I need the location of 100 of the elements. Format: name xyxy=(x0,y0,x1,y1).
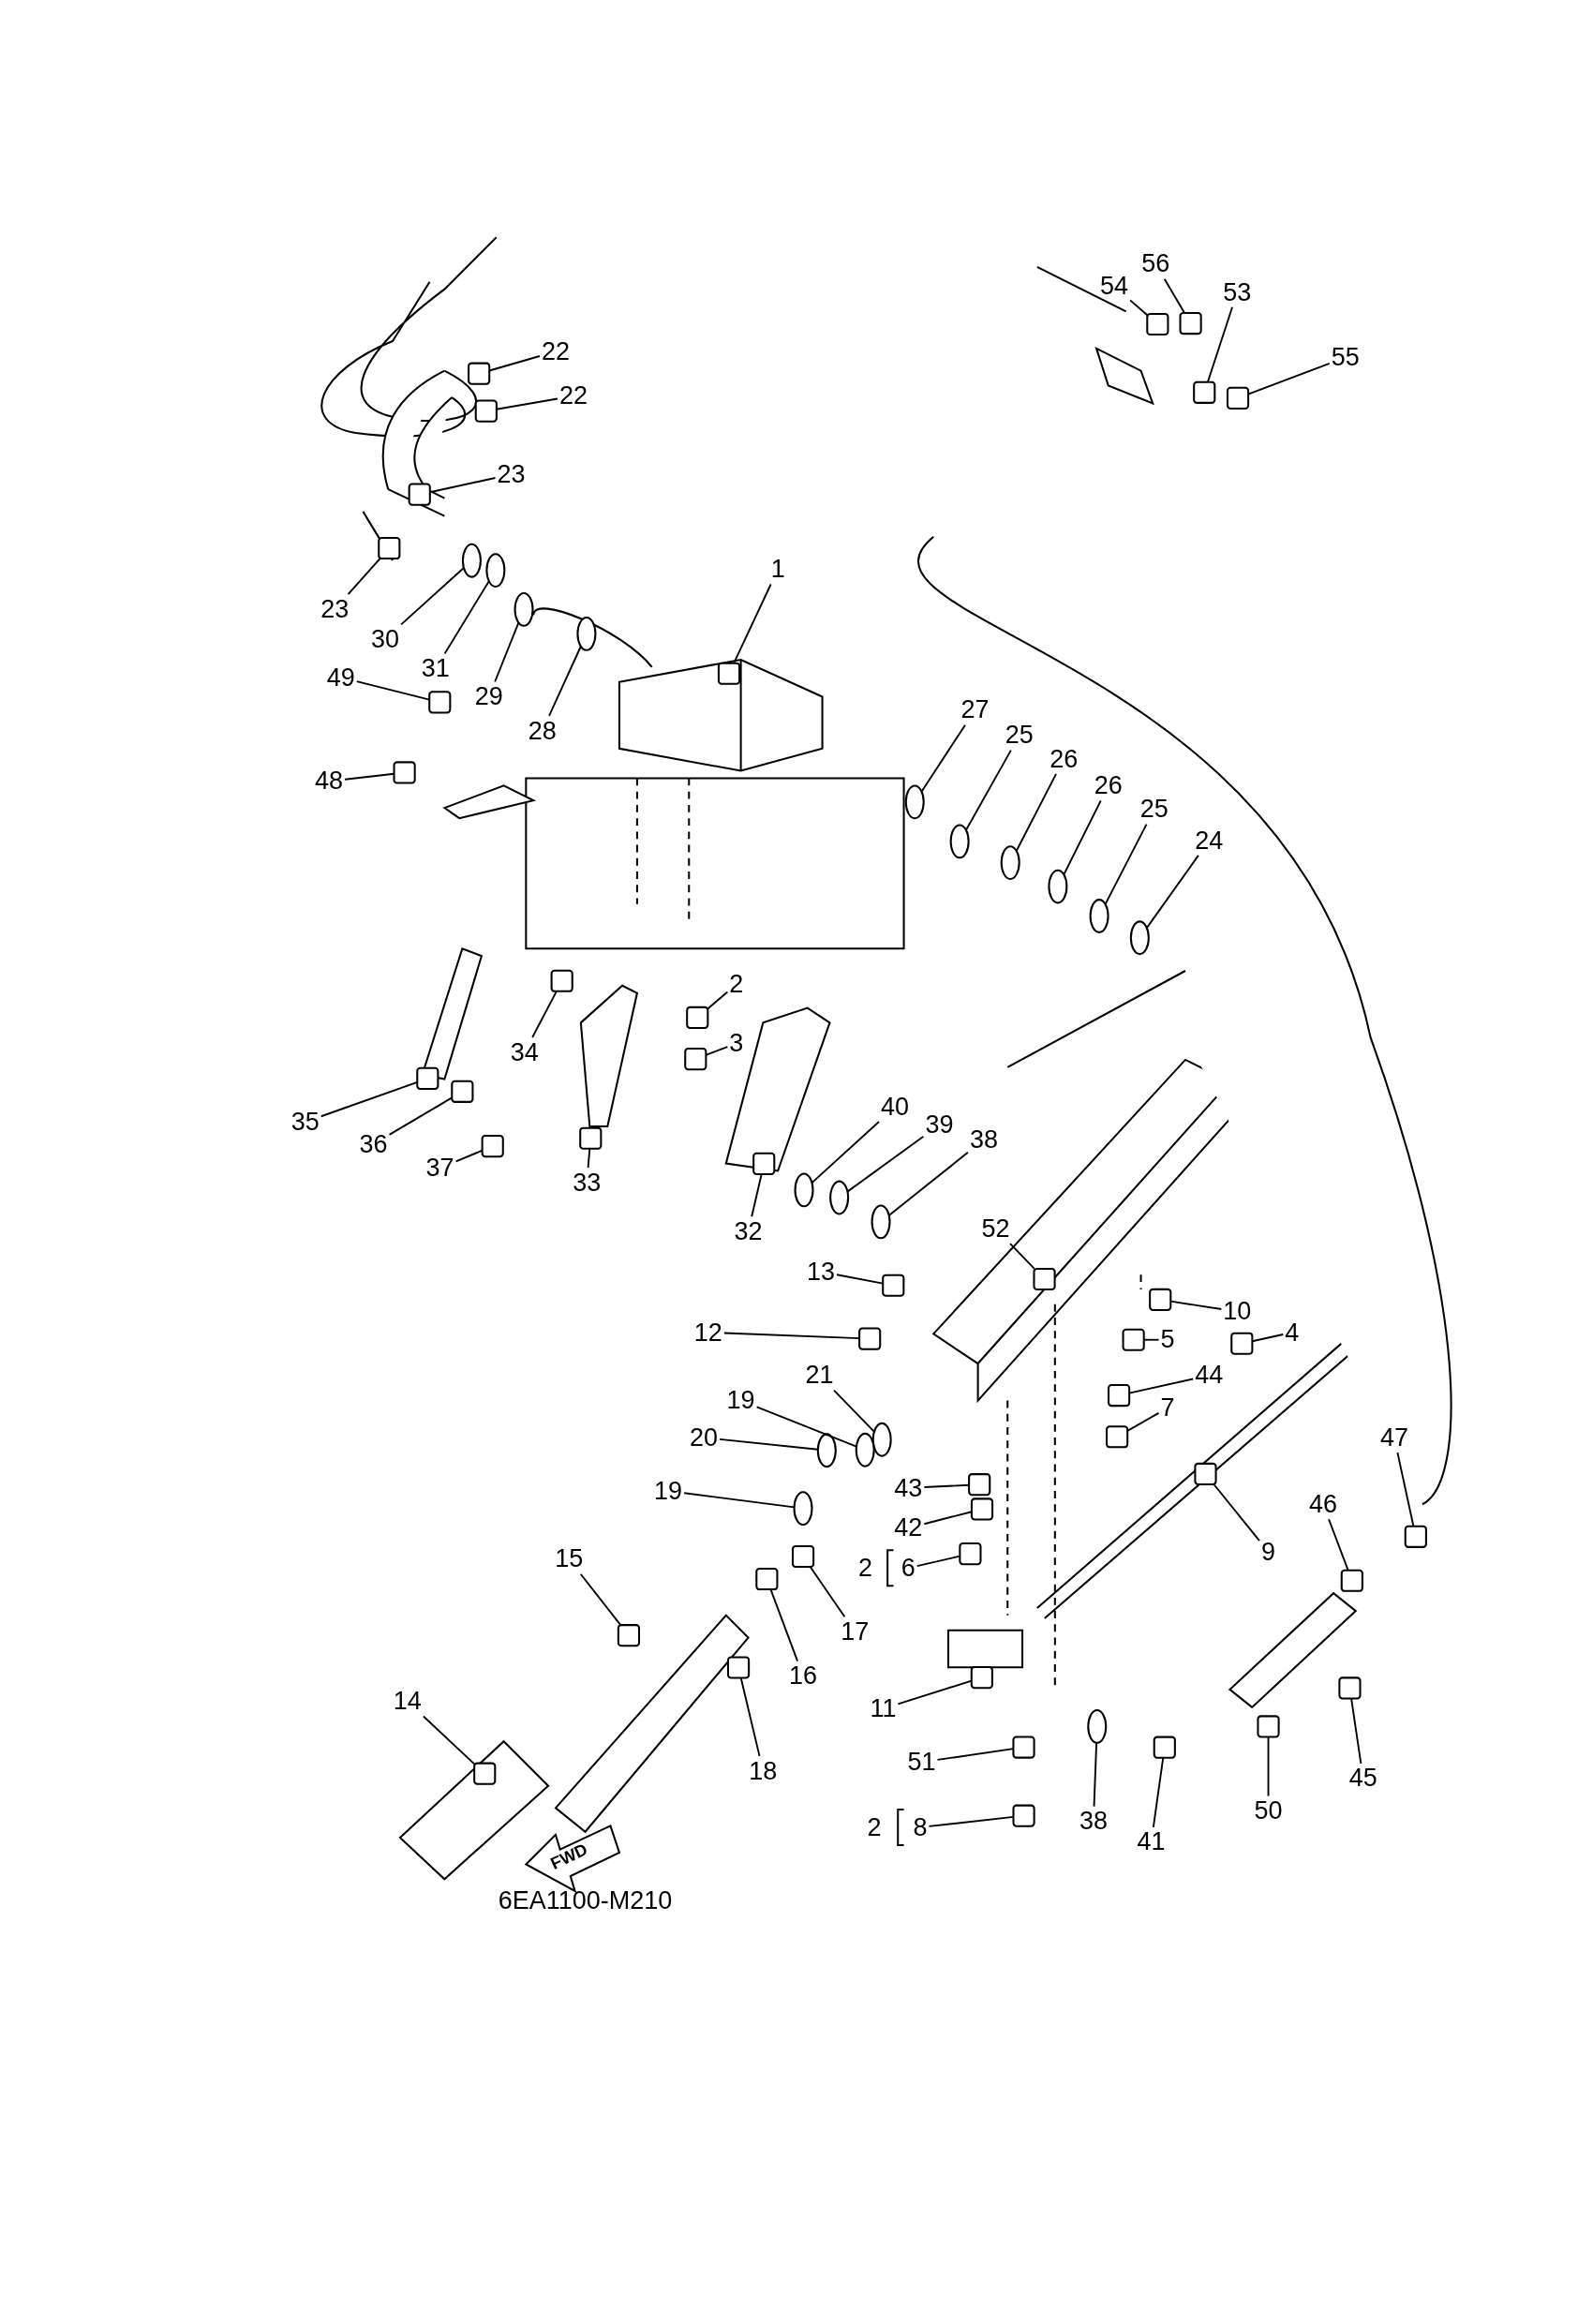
leader-line xyxy=(428,477,497,494)
leader-line xyxy=(422,1715,476,1765)
callout-number: 42 xyxy=(892,1512,925,1543)
leader-line xyxy=(920,723,966,793)
callout-number: 31 xyxy=(419,653,452,684)
leader-line xyxy=(1015,772,1057,852)
leader-line xyxy=(846,1135,925,1193)
callout-number: 55 xyxy=(1329,342,1362,373)
callout-number: 8 xyxy=(911,1811,930,1842)
leader-line xyxy=(1142,1338,1160,1341)
callout-number: 28 xyxy=(526,715,558,746)
leader-line xyxy=(809,1566,846,1618)
leader-line xyxy=(1009,1243,1035,1270)
part-drawing xyxy=(416,1066,439,1090)
leader-line xyxy=(836,1274,885,1285)
callout-number: 4 xyxy=(1283,1317,1302,1348)
callout-number: 25 xyxy=(1003,720,1035,751)
part-drawing xyxy=(1194,1462,1217,1486)
leader-line xyxy=(587,1147,591,1169)
callout-number: 52 xyxy=(979,1213,1012,1244)
leader-line xyxy=(1169,1300,1223,1310)
leader-line xyxy=(705,1046,729,1056)
callout-number: 30 xyxy=(369,623,402,654)
part-drawing xyxy=(474,399,498,423)
part-drawing xyxy=(428,691,452,714)
leader-line xyxy=(1396,1452,1415,1527)
part-drawing xyxy=(1338,1676,1362,1700)
callout-number: 23 xyxy=(495,459,528,489)
washer-drawing xyxy=(829,1180,850,1215)
leader-line xyxy=(494,621,520,683)
leader-line xyxy=(1247,362,1331,395)
leader-line xyxy=(769,1588,798,1662)
part-drawing xyxy=(468,362,491,385)
leader-line xyxy=(936,1748,1015,1761)
part-drawing xyxy=(1193,380,1216,404)
callout-number: 44 xyxy=(1193,1360,1226,1391)
callout-number: 20 xyxy=(688,1422,721,1452)
callout-number: 26 xyxy=(1048,743,1080,774)
washer-drawing xyxy=(855,1432,875,1467)
leader-line xyxy=(1267,1736,1270,1797)
leader-line xyxy=(683,1492,796,1509)
washer-drawing xyxy=(1000,845,1020,880)
leader-line xyxy=(722,1332,861,1340)
leader-line xyxy=(1126,1411,1160,1432)
leader-line xyxy=(548,645,582,717)
callout-number: 29 xyxy=(472,681,505,712)
callout-number: 10 xyxy=(1221,1296,1254,1327)
callout-number: 22 xyxy=(557,380,589,411)
callout-number: 48 xyxy=(313,766,346,797)
callout-number: 5 xyxy=(1158,1324,1177,1355)
leader-line xyxy=(443,580,490,655)
callout-number: 46 xyxy=(1307,1488,1340,1519)
leader-line xyxy=(707,991,729,1010)
callout-number: 39 xyxy=(923,1110,956,1140)
callout-number: 35 xyxy=(289,1106,321,1137)
callout-number: 54 xyxy=(1098,271,1131,302)
part-drawing xyxy=(686,1006,709,1029)
part-drawing xyxy=(451,1080,474,1103)
callout-number: 47 xyxy=(1377,1422,1410,1452)
callout-number: 15 xyxy=(553,1543,586,1574)
part-drawing xyxy=(968,1473,991,1497)
part-drawing xyxy=(970,1666,993,1690)
callout-number: 49 xyxy=(324,662,357,693)
part-drawing xyxy=(882,1274,905,1297)
callout-number: 37 xyxy=(424,1153,456,1183)
callout-number: 2 xyxy=(865,1811,884,1842)
part-drawing xyxy=(1226,386,1250,410)
washer-drawing xyxy=(514,592,534,627)
leader-line xyxy=(1129,299,1149,317)
callout-number: 26 xyxy=(1092,770,1124,801)
leader-line xyxy=(1163,277,1186,314)
callout-number: 36 xyxy=(357,1128,390,1159)
callout-number: 2 xyxy=(727,968,746,999)
washer-drawing xyxy=(816,1433,837,1468)
leader-line xyxy=(916,1555,961,1568)
leader-line xyxy=(887,1151,969,1216)
washer-drawing xyxy=(1129,920,1150,956)
leader-line xyxy=(1206,305,1233,383)
washer-drawing xyxy=(949,824,970,859)
callout-number: 53 xyxy=(1221,276,1254,307)
washer-drawing xyxy=(1087,1709,1108,1744)
part-drawing xyxy=(1106,1425,1129,1449)
callout-number: 40 xyxy=(879,1092,912,1123)
part-drawing xyxy=(717,662,741,685)
leader-line xyxy=(1063,799,1102,876)
washer-drawing xyxy=(871,1422,892,1457)
part-drawing xyxy=(959,1542,982,1566)
callout-number: 9 xyxy=(1259,1536,1278,1567)
callout-number: 21 xyxy=(803,1360,836,1391)
part-drawing xyxy=(473,1762,497,1785)
washer-drawing xyxy=(1048,869,1068,904)
part-drawing xyxy=(755,1567,779,1591)
leader-line xyxy=(755,1406,857,1448)
leader-line xyxy=(344,772,395,781)
callout-number: 27 xyxy=(959,694,991,725)
leader-line xyxy=(965,749,1012,831)
callout-number: 18 xyxy=(747,1755,780,1786)
washer-drawing xyxy=(794,1172,814,1208)
callout-number: 6 xyxy=(899,1552,917,1583)
callout-number: 33 xyxy=(571,1167,603,1198)
